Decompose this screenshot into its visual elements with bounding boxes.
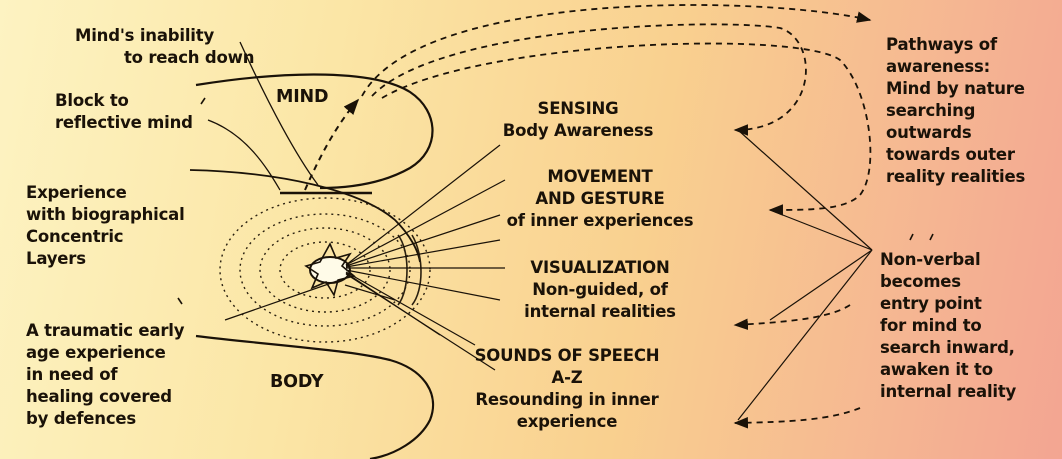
nonverbal-label: Non-verbal becomes entry point for mind … — [880, 249, 1016, 403]
body-arc — [196, 336, 433, 459]
mind-inability-label: Mind's inability to reach down — [75, 25, 254, 69]
sounds-label: SOUNDS OF SPEECH A-Z Resounding in inner… — [462, 345, 672, 433]
block-label: Block to reflective mind — [55, 90, 193, 134]
channel-rays — [225, 145, 505, 370]
trauma-label: A traumatic early age experience in need… — [26, 320, 184, 430]
pathways-label: Pathways of awareness: Mind by nature se… — [886, 34, 1025, 188]
movement-label: MOVEMENT AND GESTURE of inner experience… — [490, 166, 710, 232]
experience-label: Experience with biographical Concentric … — [26, 182, 185, 270]
nonverbal-lines — [738, 130, 872, 420]
visualization-label: VISUALIZATION Non-guided, of internal re… — [500, 257, 700, 323]
outer-arc-top — [190, 170, 420, 262]
path-to-mind — [305, 100, 358, 190]
mind-zone-label: MIND — [276, 86, 328, 108]
sensing-label: SENSING Body Awareness — [498, 98, 658, 142]
body-zone-label: BODY — [270, 371, 323, 393]
